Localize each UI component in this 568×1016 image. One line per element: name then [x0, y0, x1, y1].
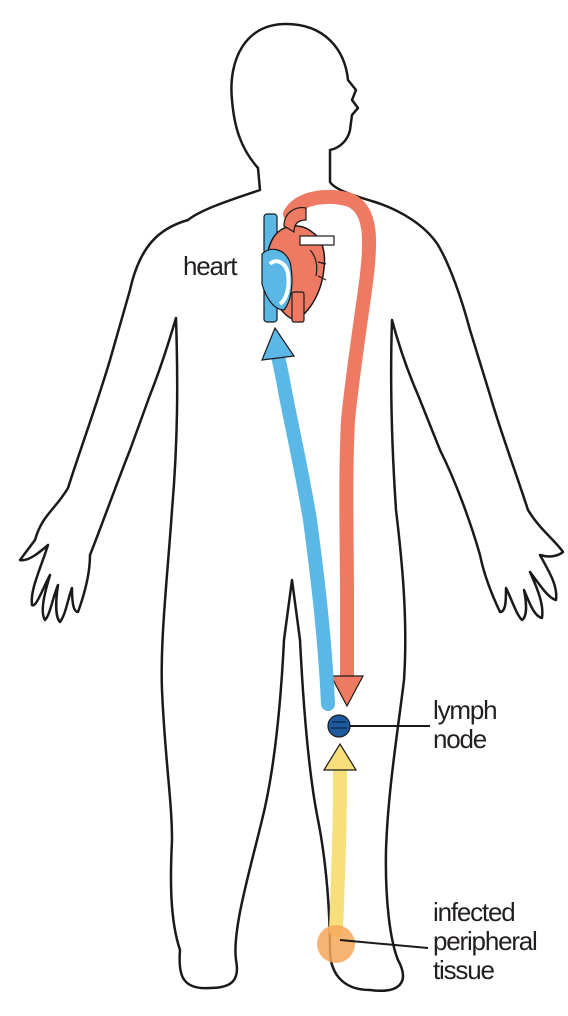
lymph-node [328, 715, 350, 737]
heart-label: heart [183, 252, 236, 281]
venous-flow-arrow [278, 356, 328, 704]
body-outline [20, 24, 563, 991]
lymph-node-label: lymph node [433, 696, 496, 754]
pulmonary-artery [300, 236, 334, 245]
lymph-arrowhead [324, 744, 356, 770]
arterial-arrowhead [331, 676, 363, 706]
heart-graphic [262, 208, 334, 322]
infected-tissue-area [317, 925, 355, 963]
heart-left-ventricle [292, 292, 304, 322]
lymph-flow-arrow [336, 768, 340, 930]
venous-arrowhead [262, 328, 294, 360]
infected-tissue-label: infected peripheral tissue [433, 898, 537, 985]
